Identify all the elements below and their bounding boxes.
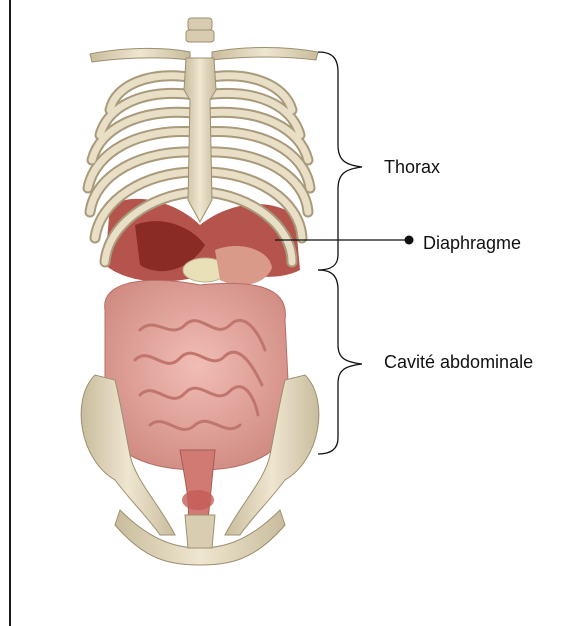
dot-leader-icon [405,236,414,245]
abdomen-brace-icon [318,270,362,454]
label-cavite-abdominale: Cavité abdominale [384,352,533,373]
sternum [184,58,216,222]
right-clavicle [212,48,318,61]
label-thorax: Thorax [384,157,440,178]
thorax-brace-icon [318,52,362,270]
label-diaphragme: Diaphragme [423,233,521,254]
left-clavicle [90,48,190,62]
cervical-vertebrae [186,18,214,42]
